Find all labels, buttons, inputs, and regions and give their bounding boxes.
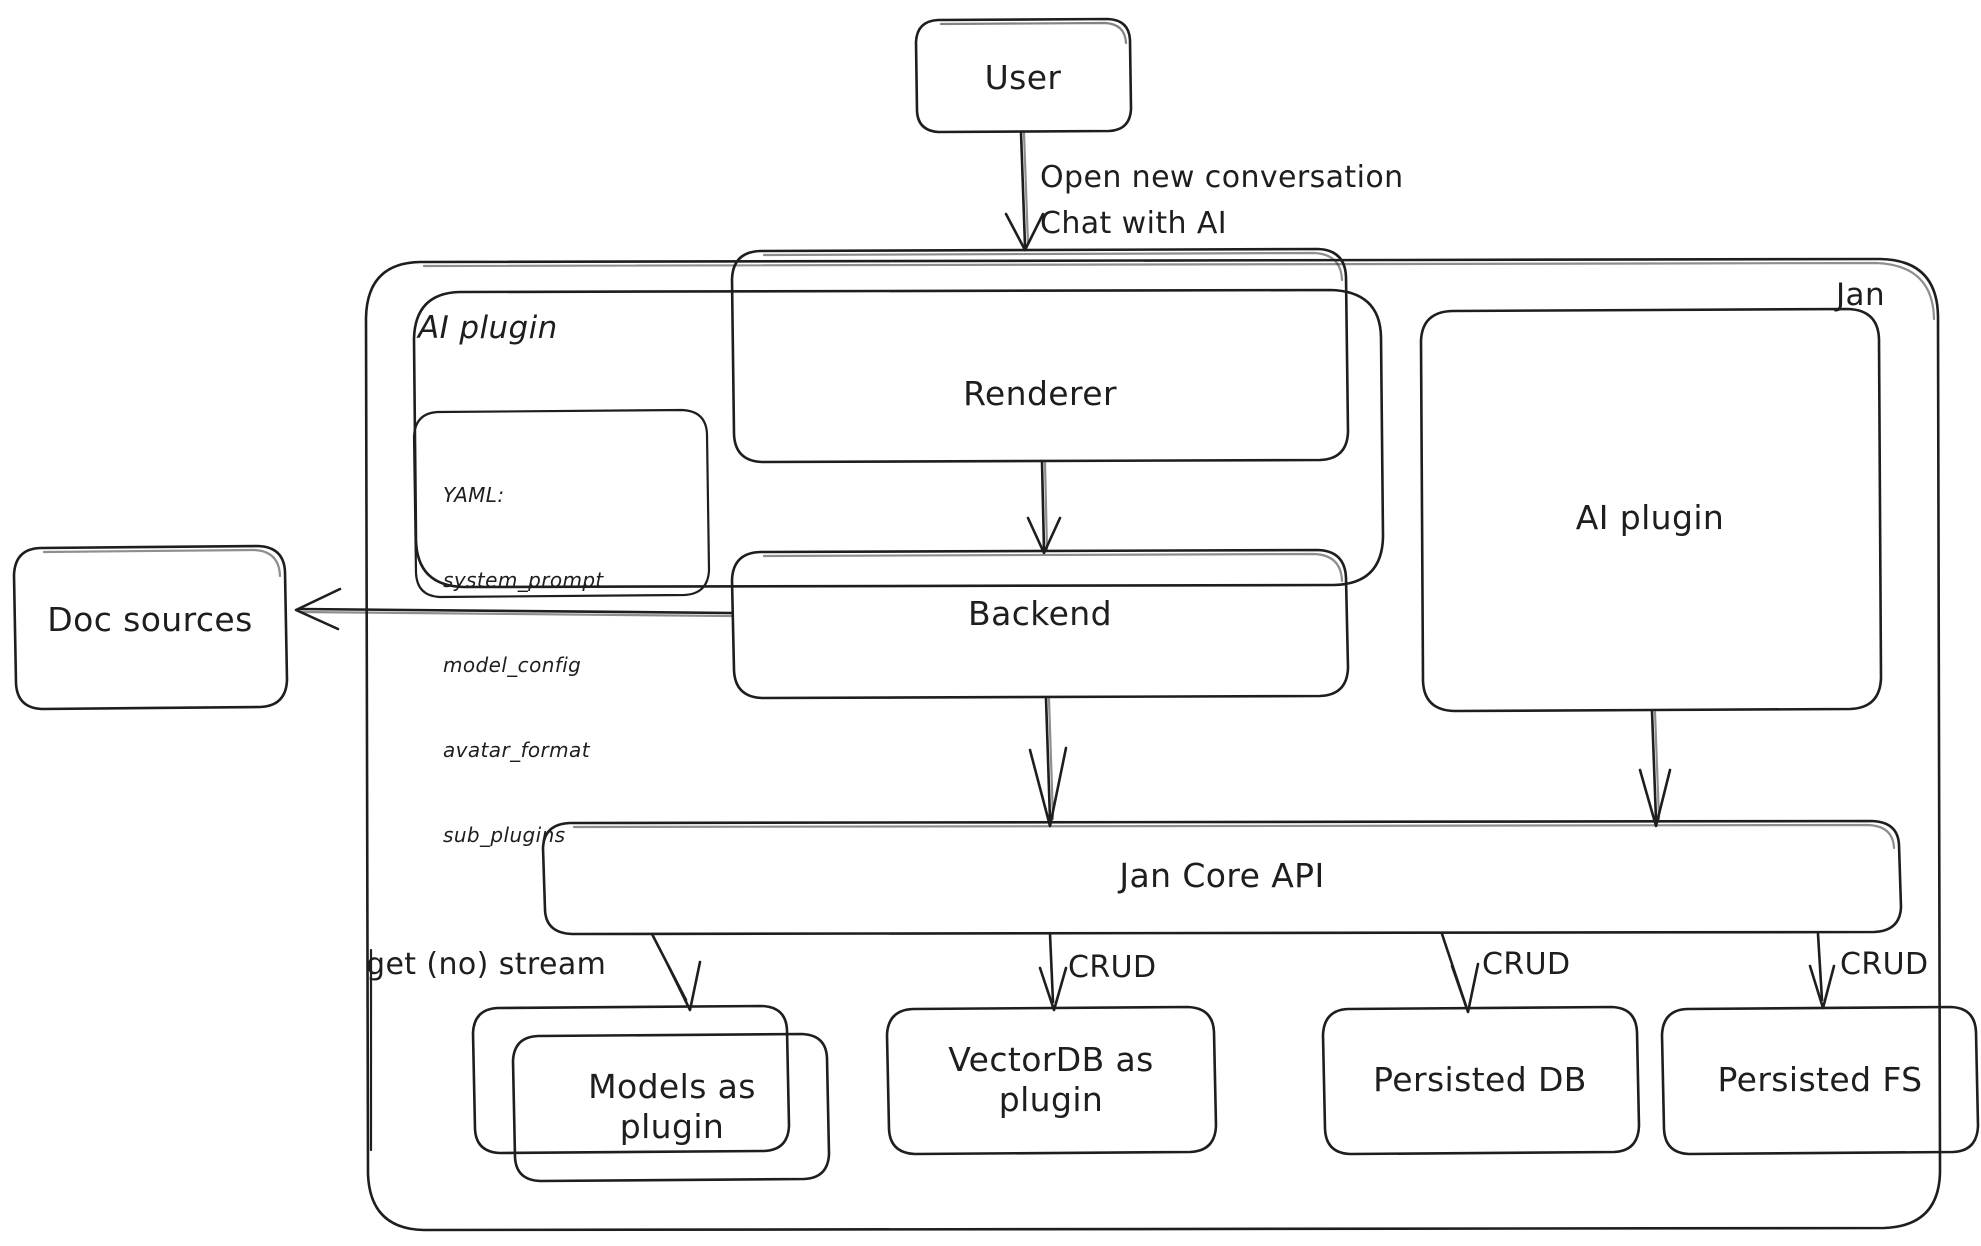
yaml-card-content: YAML: system_prompt model_config avatar_… [443,424,604,907]
edge-label-user-to-renderer-line1: Open new conversation [1040,160,1404,195]
node-ai-plugin-right-label: AI plugin [1575,497,1725,537]
yaml-heading: YAML: [443,482,505,507]
yaml-key-model-config: model_config [443,653,582,678]
edge-renderer-to-backend [1026,460,1062,555]
node-vectordb-plugin-label: VectorDB as plugin [948,1039,1154,1119]
edge-core-to-persisted-fs [1808,932,1836,1010]
edge-core-to-models [650,932,702,1012]
edge-label-user-to-renderer-line2: Chat with AI [1040,206,1227,241]
node-renderer-label: Renderer [963,373,1117,413]
edge-core-to-vectordb [1038,932,1068,1012]
node-models-plugin-label: Models as plugin [588,1066,756,1146]
node-persisted-fs-outline [1660,1005,1980,1156]
yaml-key-avatar-format: avatar_format [443,738,590,763]
container-ai-plugin-group-label: AI plugin [418,310,558,346]
edge-backend-to-doc-sources [294,587,734,631]
edge-label-core-to-persisted-db: CRUD [1482,947,1571,982]
node-persisted-fs-label: Persisted FS [1717,1059,1923,1099]
node-models-plugin-outline [471,1004,831,1183]
node-vectordb-plugin-outline [885,1005,1218,1156]
edge-label-core-to-vectordb: CRUD [1068,950,1157,985]
yaml-key-sub-plugins: sub_plugins [443,823,566,848]
node-user-label: User [984,57,1062,97]
node-jan-core-api-label: Jan Core API [1119,855,1325,895]
edge-label-core-to-persisted-fs: CRUD [1840,947,1929,982]
container-jan-label: Jan [1836,277,1885,313]
node-backend-outline [730,548,1350,700]
node-ai-plugin-right-outline [1419,307,1883,713]
edge-label-core-to-models: get (no) stream [366,947,607,982]
edge-user-to-renderer [1004,130,1045,252]
edge-backend-to-core [1028,696,1068,828]
yaml-key-system-prompt: system_prompt [443,567,604,592]
node-backend-label: Backend [968,593,1112,633]
node-yaml-card-outline [412,408,711,599]
edge-core-to-persisted-db [1440,932,1480,1014]
edge-ai-plugin-to-core [1638,709,1672,828]
node-doc-sources-label: Doc sources [47,599,253,639]
node-persisted-db-outline [1321,1005,1641,1156]
node-doc-sources-outline [12,544,289,711]
node-jan-core-api-outline [541,819,1903,936]
container-jan-outline [364,257,1942,1232]
node-user-outline [914,17,1133,134]
node-renderer-outline [730,247,1350,464]
node-persisted-db-label: Persisted DB [1373,1059,1587,1099]
container-ai-plugin-group-outline [412,288,1385,589]
